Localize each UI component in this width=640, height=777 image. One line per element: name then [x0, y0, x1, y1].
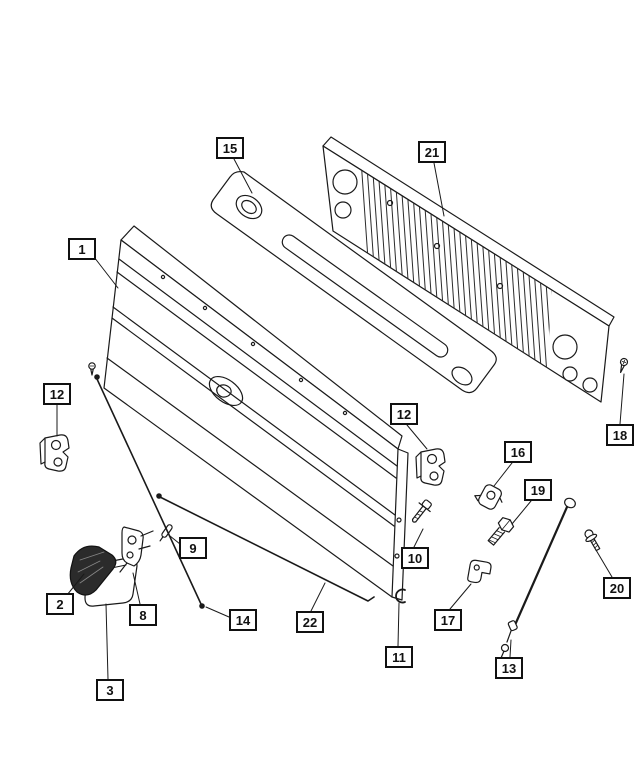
callout-2[interactable]: 2 — [46, 593, 74, 615]
callout-16[interactable]: 16 — [504, 441, 532, 463]
mounting-bolt — [487, 517, 515, 546]
callout-17[interactable]: 17 — [434, 609, 462, 631]
support-cable — [500, 497, 576, 659]
callout-8[interactable]: 8 — [129, 604, 157, 626]
callout-13[interactable]: 13 — [495, 657, 523, 679]
callout-12-left[interactable]: 12 — [43, 383, 71, 405]
callout-11[interactable]: 11 — [385, 646, 413, 668]
callout-18[interactable]: 18 — [606, 424, 634, 446]
callout-3[interactable]: 3 — [96, 679, 124, 701]
inner-ribbed-panel — [322, 136, 615, 403]
screw-lower — [584, 529, 601, 552]
hinge-screw — [88, 362, 96, 376]
rod-clip — [467, 559, 492, 584]
retainer-clip — [395, 588, 406, 604]
callout-10[interactable]: 10 — [401, 547, 429, 569]
callout-21[interactable]: 21 — [418, 141, 446, 163]
striker-bracket — [474, 484, 503, 510]
tailgate-outer-panel — [103, 225, 409, 601]
tailgate-handle — [69, 545, 117, 596]
callout-15[interactable]: 15 — [216, 137, 244, 159]
leader-lines — [56, 158, 625, 680]
callout-19[interactable]: 19 — [524, 479, 552, 501]
release-rod-long — [156, 493, 375, 602]
callout-20[interactable]: 20 — [603, 577, 631, 599]
hinge-left — [39, 434, 70, 472]
callout-22[interactable]: 22 — [296, 611, 324, 633]
callout-1[interactable]: 1 — [68, 238, 96, 260]
hinge-right — [415, 448, 446, 486]
callout-9[interactable]: 9 — [179, 537, 207, 559]
latch-mechanism — [119, 526, 154, 573]
pivot-stud — [411, 499, 432, 523]
callout-12-right[interactable]: 12 — [390, 403, 418, 425]
screw-upper — [619, 357, 629, 374]
callout-14[interactable]: 14 — [229, 609, 257, 631]
reinforcement-panel — [210, 170, 497, 394]
release-rod-left — [94, 374, 205, 609]
